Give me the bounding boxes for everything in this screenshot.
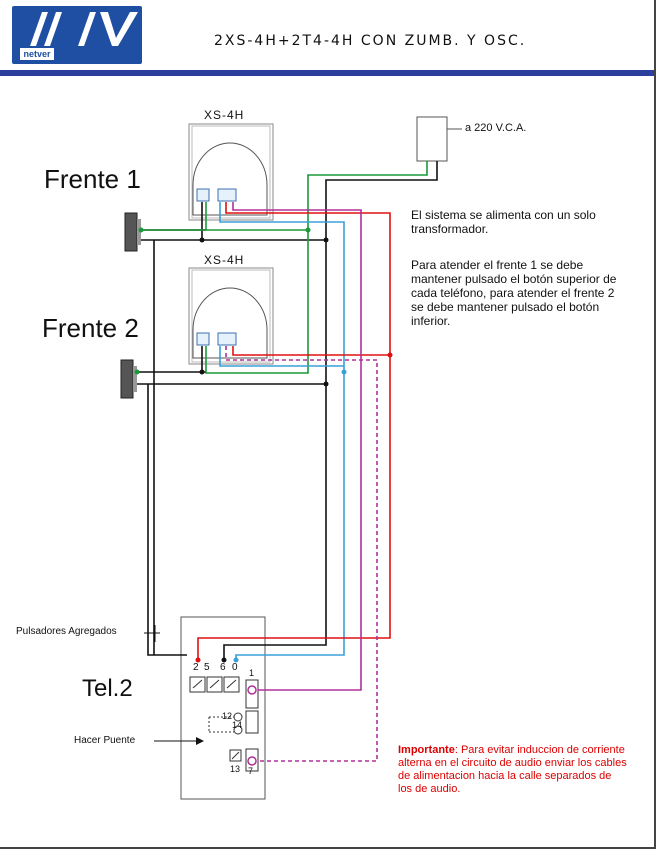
terminal-5: 5 [204, 662, 210, 673]
page-title: 2XS-4H+2T4-4H CON ZUMB. Y OSC. [214, 33, 527, 49]
logo-strokes-icon [30, 12, 138, 46]
phone-2 [188, 267, 274, 365]
pulsadores-label: Pulsadores Agregados [16, 626, 117, 637]
added-pushbuttons [144, 625, 160, 642]
tel2-box [180, 616, 266, 800]
important-body: : Para evitar induccion de corriente alt… [398, 744, 627, 795]
phone-1-label: XS-4H [204, 108, 245, 122]
wires [137, 161, 438, 762]
terminal-13: 13 [230, 764, 241, 774]
header-rule [0, 70, 654, 76]
transformer-label: a 220 V.C.A. [465, 122, 527, 134]
terminal-2: 2 [193, 662, 199, 673]
phone-1 [188, 123, 274, 221]
door-panel-1 [124, 212, 141, 252]
terminal-1: 1 [249, 668, 255, 678]
phone-2-label: XS-4H [204, 253, 245, 267]
frente-1-label: Frente 1 [44, 164, 141, 194]
door-panel-2 [120, 359, 137, 399]
terminal-12: 12 [222, 711, 233, 721]
note-operation: Para atender el frente 1 se debe mantene… [411, 258, 617, 328]
transformer [416, 116, 462, 162]
netver-logo: netver [12, 6, 142, 64]
terminal-6: 6 [220, 662, 226, 673]
important-note: Importante: Para evitar induccion de cor… [398, 744, 628, 796]
terminal-0: 0 [232, 662, 238, 673]
frente-2-label: Frente 2 [42, 313, 139, 343]
junction-dots [134, 227, 393, 663]
tel2-label: Tel.2 [82, 675, 133, 702]
terminal-7: 7 [248, 766, 254, 776]
important-heading: Importante [398, 744, 455, 756]
hacer-puente-label: Hacer Puente [74, 735, 136, 746]
note-power: El sistema se alimenta con un solo trans… [411, 208, 596, 236]
terminal-14: 14 [232, 720, 243, 730]
logo-brand: netver [20, 48, 54, 60]
hacer-puente-arrow-icon [154, 737, 204, 745]
